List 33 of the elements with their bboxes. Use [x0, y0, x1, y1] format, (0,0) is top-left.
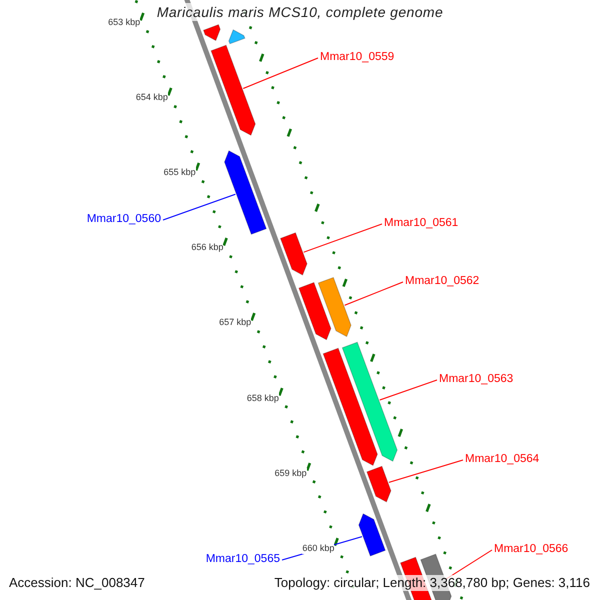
- scale-tick-label: 653 kbp: [108, 17, 140, 28]
- gene-label: Mmar10_0566: [494, 542, 568, 556]
- gene-feature-block: [322, 348, 378, 466]
- gene-feature-block: [342, 342, 398, 462]
- gene-label: Mmar10_0564: [465, 452, 540, 466]
- scale-tick-label: 655 kbp: [164, 167, 196, 178]
- gene-feature-block: [318, 276, 352, 338]
- gene-feature-block: [358, 513, 386, 557]
- gene-label: Mmar10_0560: [86, 212, 161, 226]
- leader-line: [303, 224, 382, 253]
- accession-note: Accession: NC_008347: [9, 575, 145, 591]
- genome-summary: Topology: circular; Length: 3,368,780 bp; Genes: 3,116: [274, 575, 590, 591]
- gene-label: Mmar10_0563: [439, 372, 514, 386]
- gene-feature-block: [224, 150, 267, 235]
- scale-tick-label: 659 kbp: [274, 468, 307, 479]
- gene-feature-block: [280, 232, 308, 276]
- leader-line: [162, 194, 236, 220]
- genome-title: Maricaulis maris MCS10, complete genome: [154, 3, 446, 21]
- gene-feature-block: [366, 466, 392, 502]
- scale-tick-label: 658 kbp: [246, 392, 279, 404]
- gene-label: Mmar10_0559: [320, 50, 394, 64]
- gene-label: Mmar10_0565: [206, 552, 280, 566]
- gene-feature-block: [202, 24, 221, 42]
- gene-label: Mmar10_0562: [405, 274, 480, 288]
- leader-line: [388, 460, 464, 483]
- scale-tick-label: 654 kbp: [136, 92, 168, 104]
- scale-tick-label: 656 kbp: [191, 242, 224, 254]
- leader-line: [242, 58, 318, 89]
- scale-tick-label: 660 kbp: [302, 542, 334, 554]
- gene-feature-block: [210, 44, 256, 136]
- scale-tick-label: 657 kbp: [219, 317, 252, 328]
- gene-feature-block: [298, 282, 332, 340]
- gene-label: Mmar10_0561: [384, 216, 458, 230]
